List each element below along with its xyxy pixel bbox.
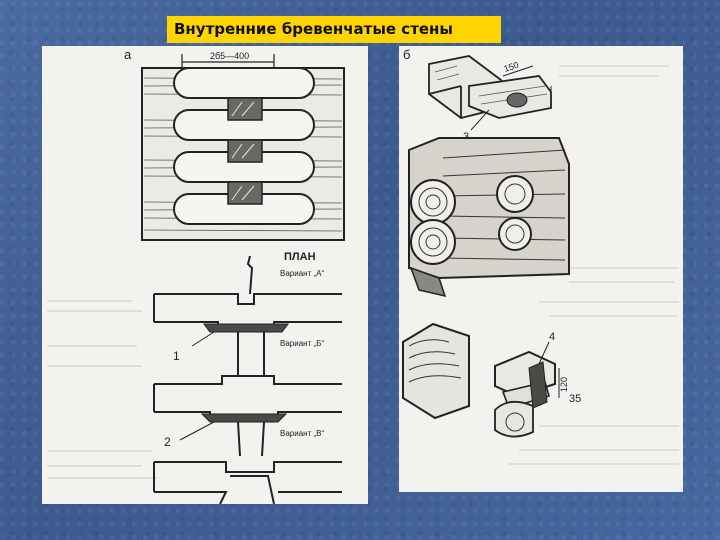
callout-3-leader	[470, 109, 490, 131]
dim-150: 150	[503, 60, 520, 74]
plan-section-c	[153, 421, 342, 504]
seal-strip-2	[200, 413, 288, 423]
variant-c-label: Вариант „В“	[280, 429, 324, 438]
dim-35: 35	[569, 393, 581, 405]
dim-120: 120	[559, 377, 569, 392]
background-noise	[509, 65, 679, 465]
seal-strip-1	[203, 323, 289, 333]
figure-a-label: а	[124, 47, 132, 62]
callout-4-leader	[538, 341, 560, 398]
log-wall-block	[141, 67, 345, 241]
plan-section-a	[153, 255, 342, 327]
slide-title: Внутренние бревенчатые стены	[167, 16, 501, 43]
variant-a-label: Вариант „А“	[280, 269, 324, 278]
dimension-text: 2б5—400	[210, 51, 249, 61]
dowel-hole	[506, 92, 528, 108]
log-joint-bottom	[402, 322, 556, 438]
figure-a-panel: а 2б5—400	[42, 46, 368, 504]
background-noise	[47, 300, 157, 479]
callout-4: 4	[549, 331, 555, 343]
dimension-150	[502, 65, 552, 108]
figure-a-drawing: а 2б5—400	[47, 47, 345, 504]
figure-b-panel: б 150 3	[399, 46, 683, 492]
plan-label: ПЛАН	[284, 251, 316, 263]
log-wall-corner	[408, 137, 570, 298]
figure-b-drawing: б 150 3	[402, 47, 679, 465]
figure-b-label: б	[403, 47, 410, 62]
callout-leaders	[179, 331, 215, 441]
log-joint-top	[428, 55, 552, 119]
callout-2: 2	[164, 435, 171, 449]
callout-1: 1	[173, 349, 180, 363]
variant-b-label: Вариант „Б“	[280, 339, 324, 348]
